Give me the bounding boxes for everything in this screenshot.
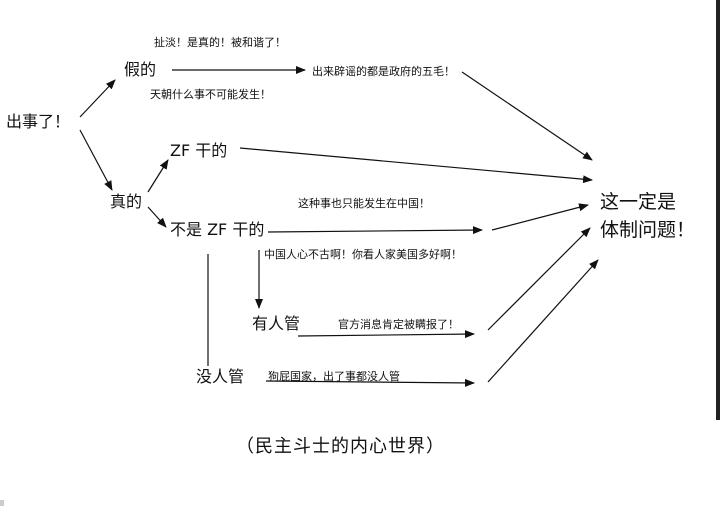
arrow-real-to-not-zf: [147, 206, 167, 228]
note-fake-above: 扯淡！是真的！被和谐了！: [154, 36, 286, 49]
arrow-zf-to-result: [239, 147, 593, 184]
arrow-no-one-cares-to-note: [265, 378, 475, 387]
arrow-not-zf-to-note: [267, 226, 483, 235]
node-someone-cares: 有人管: [252, 314, 301, 333]
node-no-one-cares: 没人管: [196, 367, 245, 386]
corner-mark: [0, 500, 4, 506]
arrow-root-to-fake: [79, 79, 116, 118]
note-not-zf-above: 这种事也只能发生在中国！: [298, 197, 430, 210]
arrow-someone-cares-to-note: [297, 330, 475, 339]
node-real: 真的: [110, 192, 143, 211]
arrow-root-to-real: [79, 129, 113, 191]
note-no-one-cares-arrow: 狗屁国家，出了事都没人管: [268, 370, 400, 383]
node-not-zf: 不是 ZF 干的: [170, 220, 265, 239]
node-zf-did: ZF 干的: [170, 141, 228, 160]
arrow-not-zf-to-result: [491, 203, 589, 231]
arrow-fake-to-result: [461, 71, 593, 161]
diagram-caption: （民主斗士的内心世界）: [236, 436, 445, 457]
right-edge-border: [716, 0, 720, 420]
note-fake-below: 天朝什么事不可能发生！: [150, 88, 271, 101]
node-fake: 假的: [124, 60, 157, 79]
note-fake-arrow: 出来辟谣的都是政府的五毛！: [312, 65, 455, 78]
arrow-real-to-zf: [147, 159, 169, 193]
node-result-line1: 这一定是: [600, 191, 677, 213]
node-result-line2: 体制问题！: [600, 219, 696, 241]
note-someone-cares-arrow: 官方消息肯定被瞒报了！: [338, 318, 459, 331]
note-not-zf-below: 中国人心不古啊！你看人家美国多好啊！: [264, 248, 462, 261]
arrow-someone-cares-to-result: [487, 227, 591, 331]
node-root: 出事了！: [6, 112, 71, 131]
arrow-no-one-cares-to-result: [487, 259, 599, 383]
